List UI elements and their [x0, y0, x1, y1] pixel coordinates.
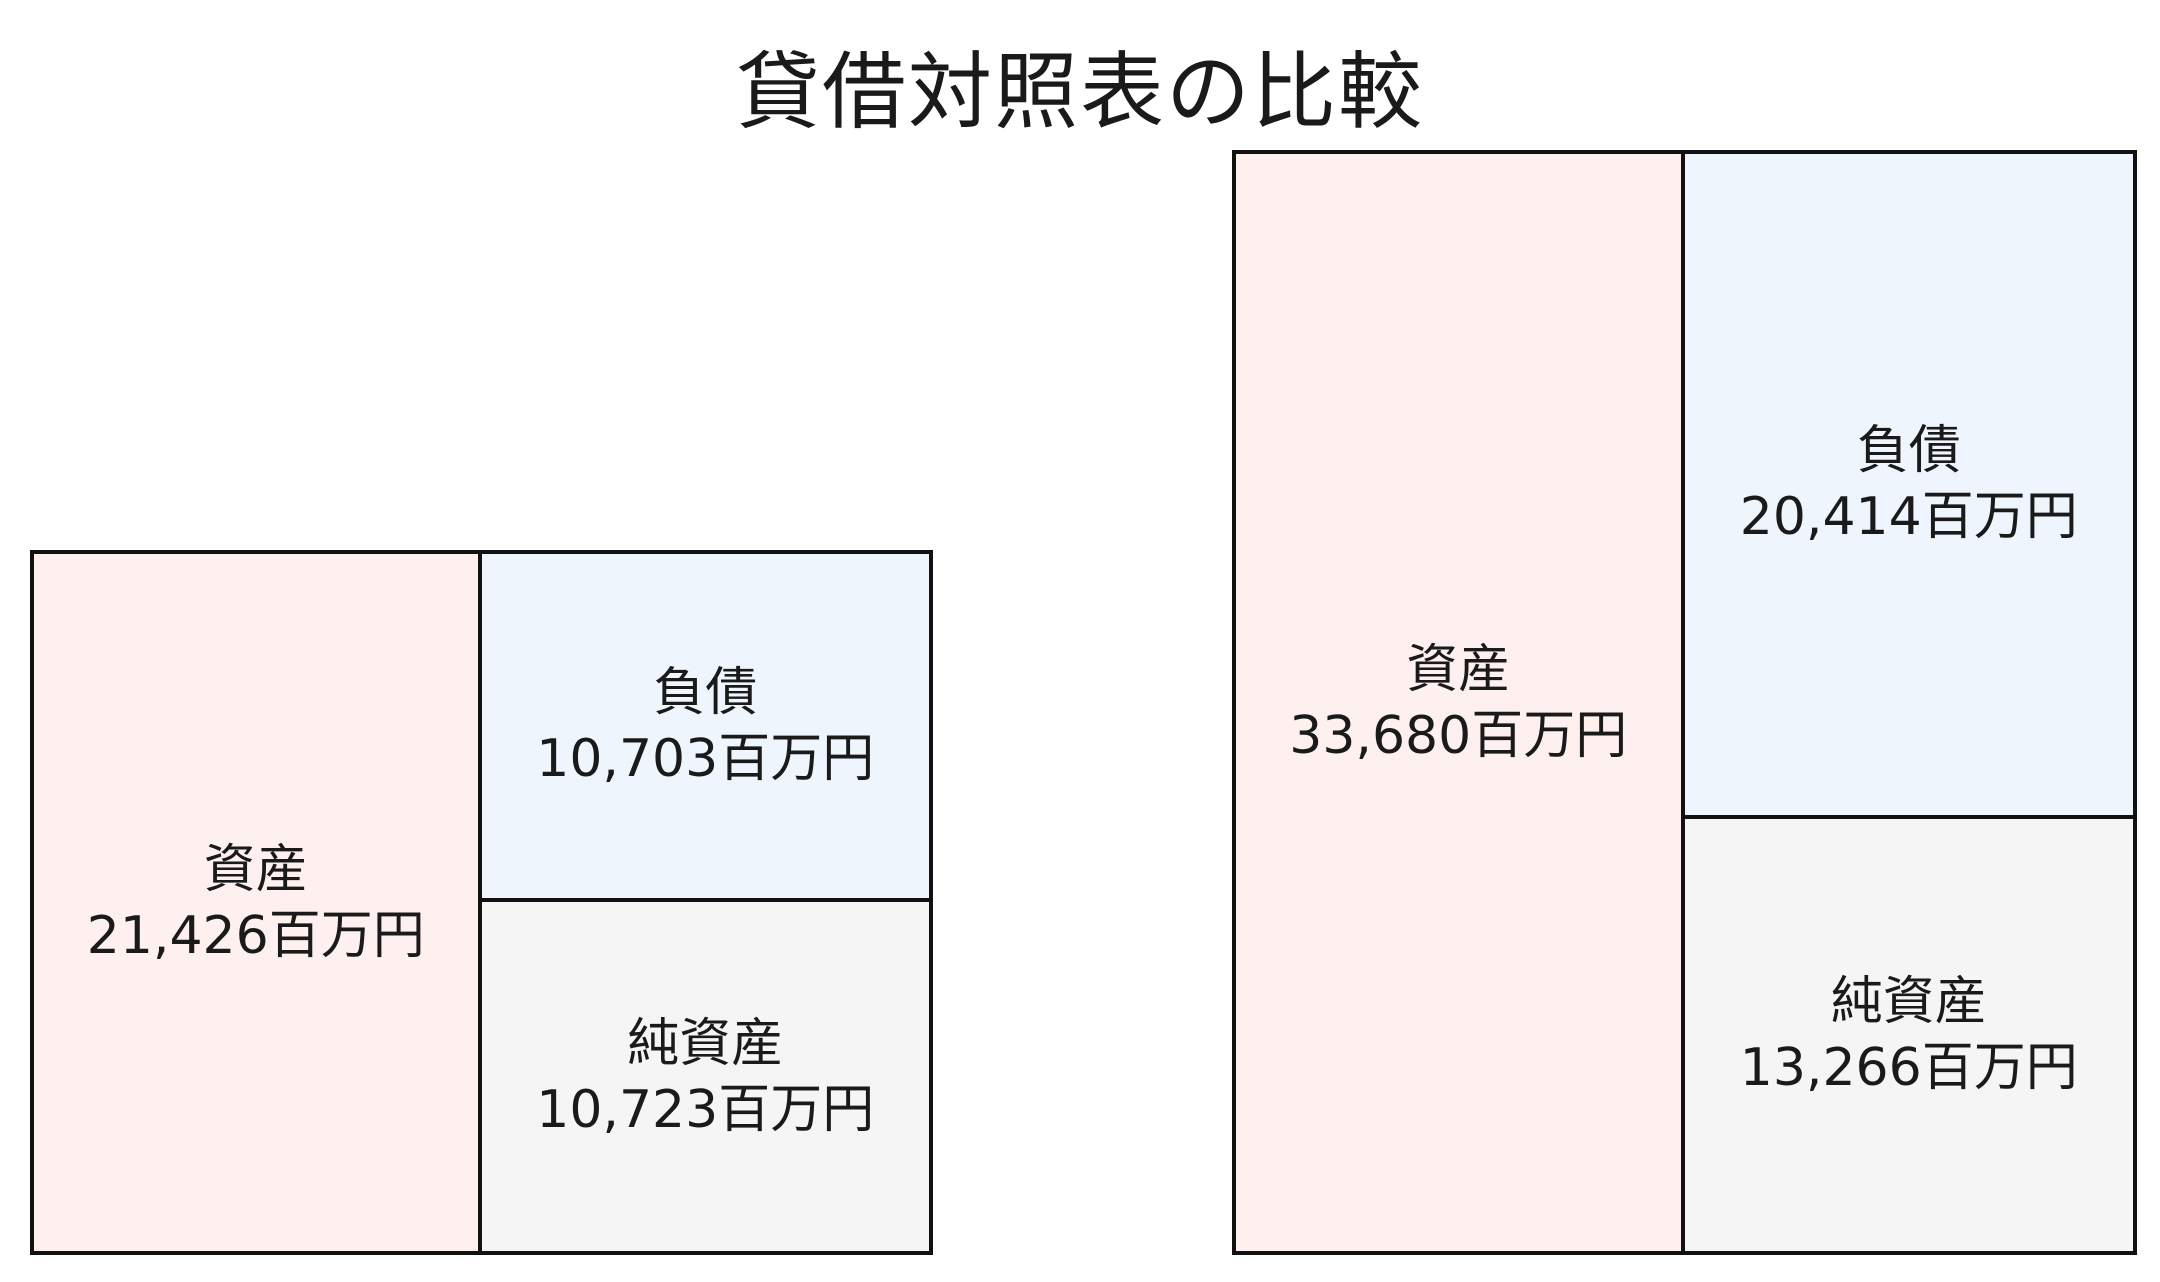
net-assets-value: 13,266百万円 [1739, 1037, 2078, 1098]
assets-value: 21,426百万円 [86, 905, 425, 966]
balance-sheet-1: 資産 21,426百万円 負債 10,703百万円 純資産 10,723百万円 [30, 550, 933, 1255]
net-assets-value: 10,723百万円 [536, 1079, 875, 1140]
liabilities-value: 20,414百万円 [1739, 487, 2078, 548]
assets-column: 資産 21,426百万円 [34, 554, 482, 1251]
assets-label: 資産 [203, 839, 308, 900]
liabilities-value: 10,703百万円 [536, 729, 875, 790]
assets-value: 33,680百万円 [1289, 705, 1628, 766]
assets-column: 資産 33,680百万円 [1236, 154, 1685, 1251]
liabilities-label: 負債 [1856, 421, 1961, 482]
net-assets-block: 純資産 13,266百万円 [1684, 818, 2133, 1251]
assets-block: 資産 21,426百万円 [34, 554, 478, 1251]
net-assets-block: 純資産 10,723百万円 [481, 902, 929, 1251]
assets-label: 資産 [1406, 639, 1511, 700]
assets-block: 資産 33,680百万円 [1236, 154, 1681, 1251]
liabilities-block: 負債 10,703百万円 [481, 554, 929, 903]
net-assets-label: 純資産 [627, 1013, 784, 1074]
claims-column: 負債 20,414百万円 純資産 13,266百万円 [1684, 154, 2133, 1251]
liabilities-label: 負債 [653, 663, 758, 724]
net-assets-label: 純資産 [1830, 971, 1987, 1032]
liabilities-block: 負債 20,414百万円 [1684, 154, 2133, 819]
claims-column: 負債 10,703百万円 純資産 10,723百万円 [481, 554, 929, 1251]
balance-sheet-2: 資産 33,680百万円 負債 20,414百万円 純資産 13,266百万円 [1232, 150, 2137, 1255]
diagram-title: 貸借対照表の比較 [735, 43, 1424, 141]
